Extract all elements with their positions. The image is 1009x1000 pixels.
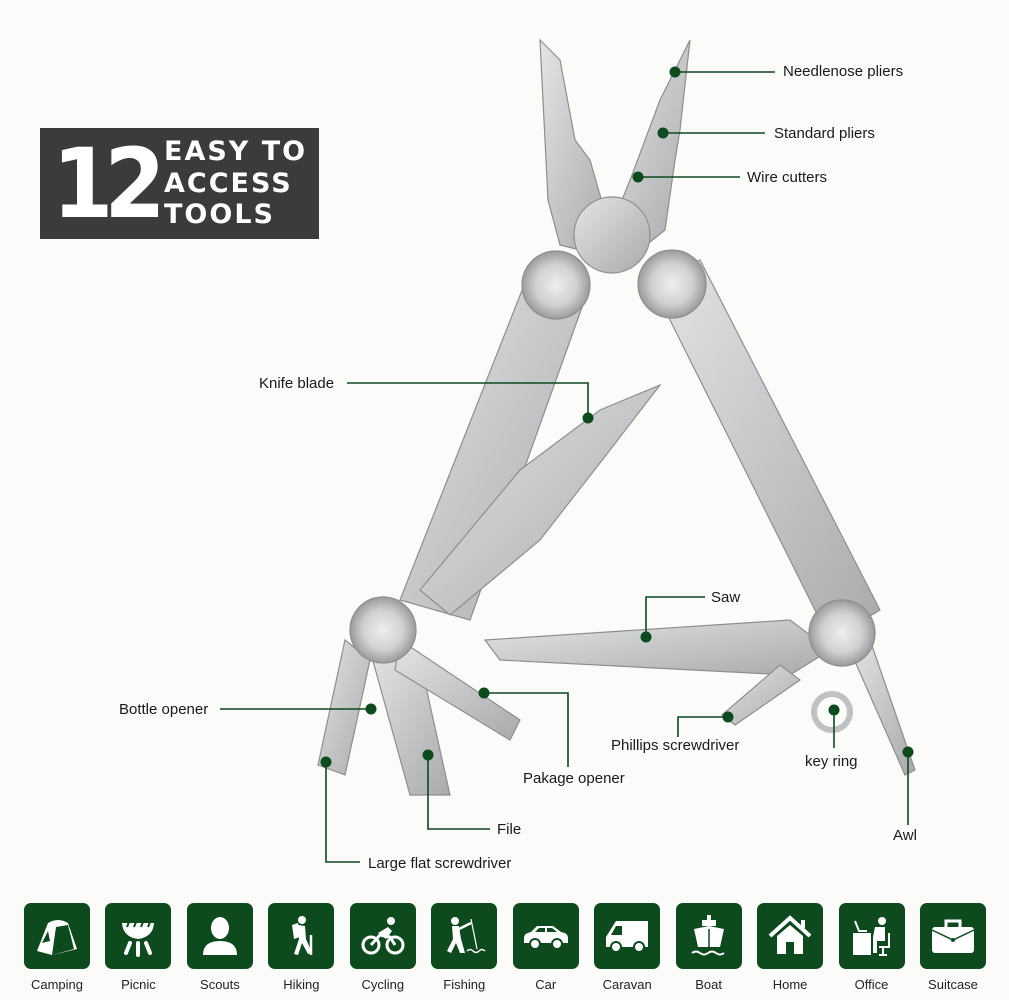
use-hiking: Hiking (268, 903, 335, 992)
badge-line-3: TOOLS (164, 199, 275, 230)
use-label: Suitcase (928, 977, 978, 992)
multitool-illustration (220, 38, 916, 863)
house-icon (757, 903, 824, 969)
ship-icon (675, 903, 742, 969)
tools-count-badge: 12 EASY TO ACCESS TOOLS (40, 128, 319, 239)
grill-icon (105, 903, 172, 969)
callout-knife-blade: Knife blade (259, 375, 335, 392)
office-desk-icon (838, 903, 905, 969)
use-fishing: Fishing (431, 903, 498, 992)
person-icon (186, 903, 253, 969)
use-label: Car (535, 977, 557, 992)
use-home: Home (757, 903, 824, 992)
car-icon (512, 903, 579, 969)
use-case-icons: Camping Picnic Scouts Hiking Cycling Fis… (24, 903, 986, 992)
fisherman-icon (431, 903, 498, 969)
use-car: Car (512, 903, 579, 992)
use-label: Camping (30, 977, 84, 992)
briefcase-icon (919, 903, 986, 969)
badge-line-1: EASY TO (164, 136, 308, 167)
callout-needlenose-pliers: Needlenose pliers (783, 63, 904, 80)
callout-large-flat-screwdriver: Large flat screwdriver (368, 855, 512, 872)
use-label: Home (772, 977, 808, 992)
badge-text: EASY TO ACCESS TOOLS (164, 136, 307, 231)
use-scouts: Scouts (186, 903, 253, 992)
callout-bottle-opener: Bottle opener (119, 701, 209, 718)
use-label: Scouts (200, 977, 240, 992)
van-icon (594, 903, 661, 969)
callout-saw: Saw (711, 589, 741, 606)
callout-file: File (497, 821, 522, 838)
use-picnic: Picnic (105, 903, 172, 992)
use-label: Office (854, 977, 889, 992)
badge-number: 12 (52, 128, 166, 240)
use-label: Cycling (361, 977, 405, 992)
use-caravan: Caravan (594, 903, 661, 992)
callout-phillips-screwdriver: Phillips screwdriver (611, 737, 740, 754)
callout-awl: Awl (893, 827, 917, 844)
callout-package-opener: Pakage opener (523, 770, 625, 787)
badge-line-2: ACCESS (164, 167, 293, 199)
cyclist-icon (349, 903, 416, 969)
use-label: Fishing (443, 977, 486, 992)
use-label: Boat (695, 977, 722, 992)
hiker-icon (268, 903, 335, 969)
callout-wire-cutters: Wire cutters (747, 169, 828, 186)
callout-standard-pliers: Standard pliers (774, 125, 875, 142)
callout-key-ring: key ring (805, 753, 858, 770)
use-label: Picnic (121, 977, 156, 992)
use-cycling: Cycling (349, 903, 416, 992)
use-label: Caravan (602, 977, 652, 992)
use-boat: Boat (675, 903, 742, 992)
use-label: Hiking (283, 977, 320, 992)
use-suitcase: Suitcase (919, 903, 986, 992)
use-office: Office (838, 903, 905, 992)
use-camping: Camping (24, 903, 90, 992)
tent-icon (24, 903, 90, 969)
